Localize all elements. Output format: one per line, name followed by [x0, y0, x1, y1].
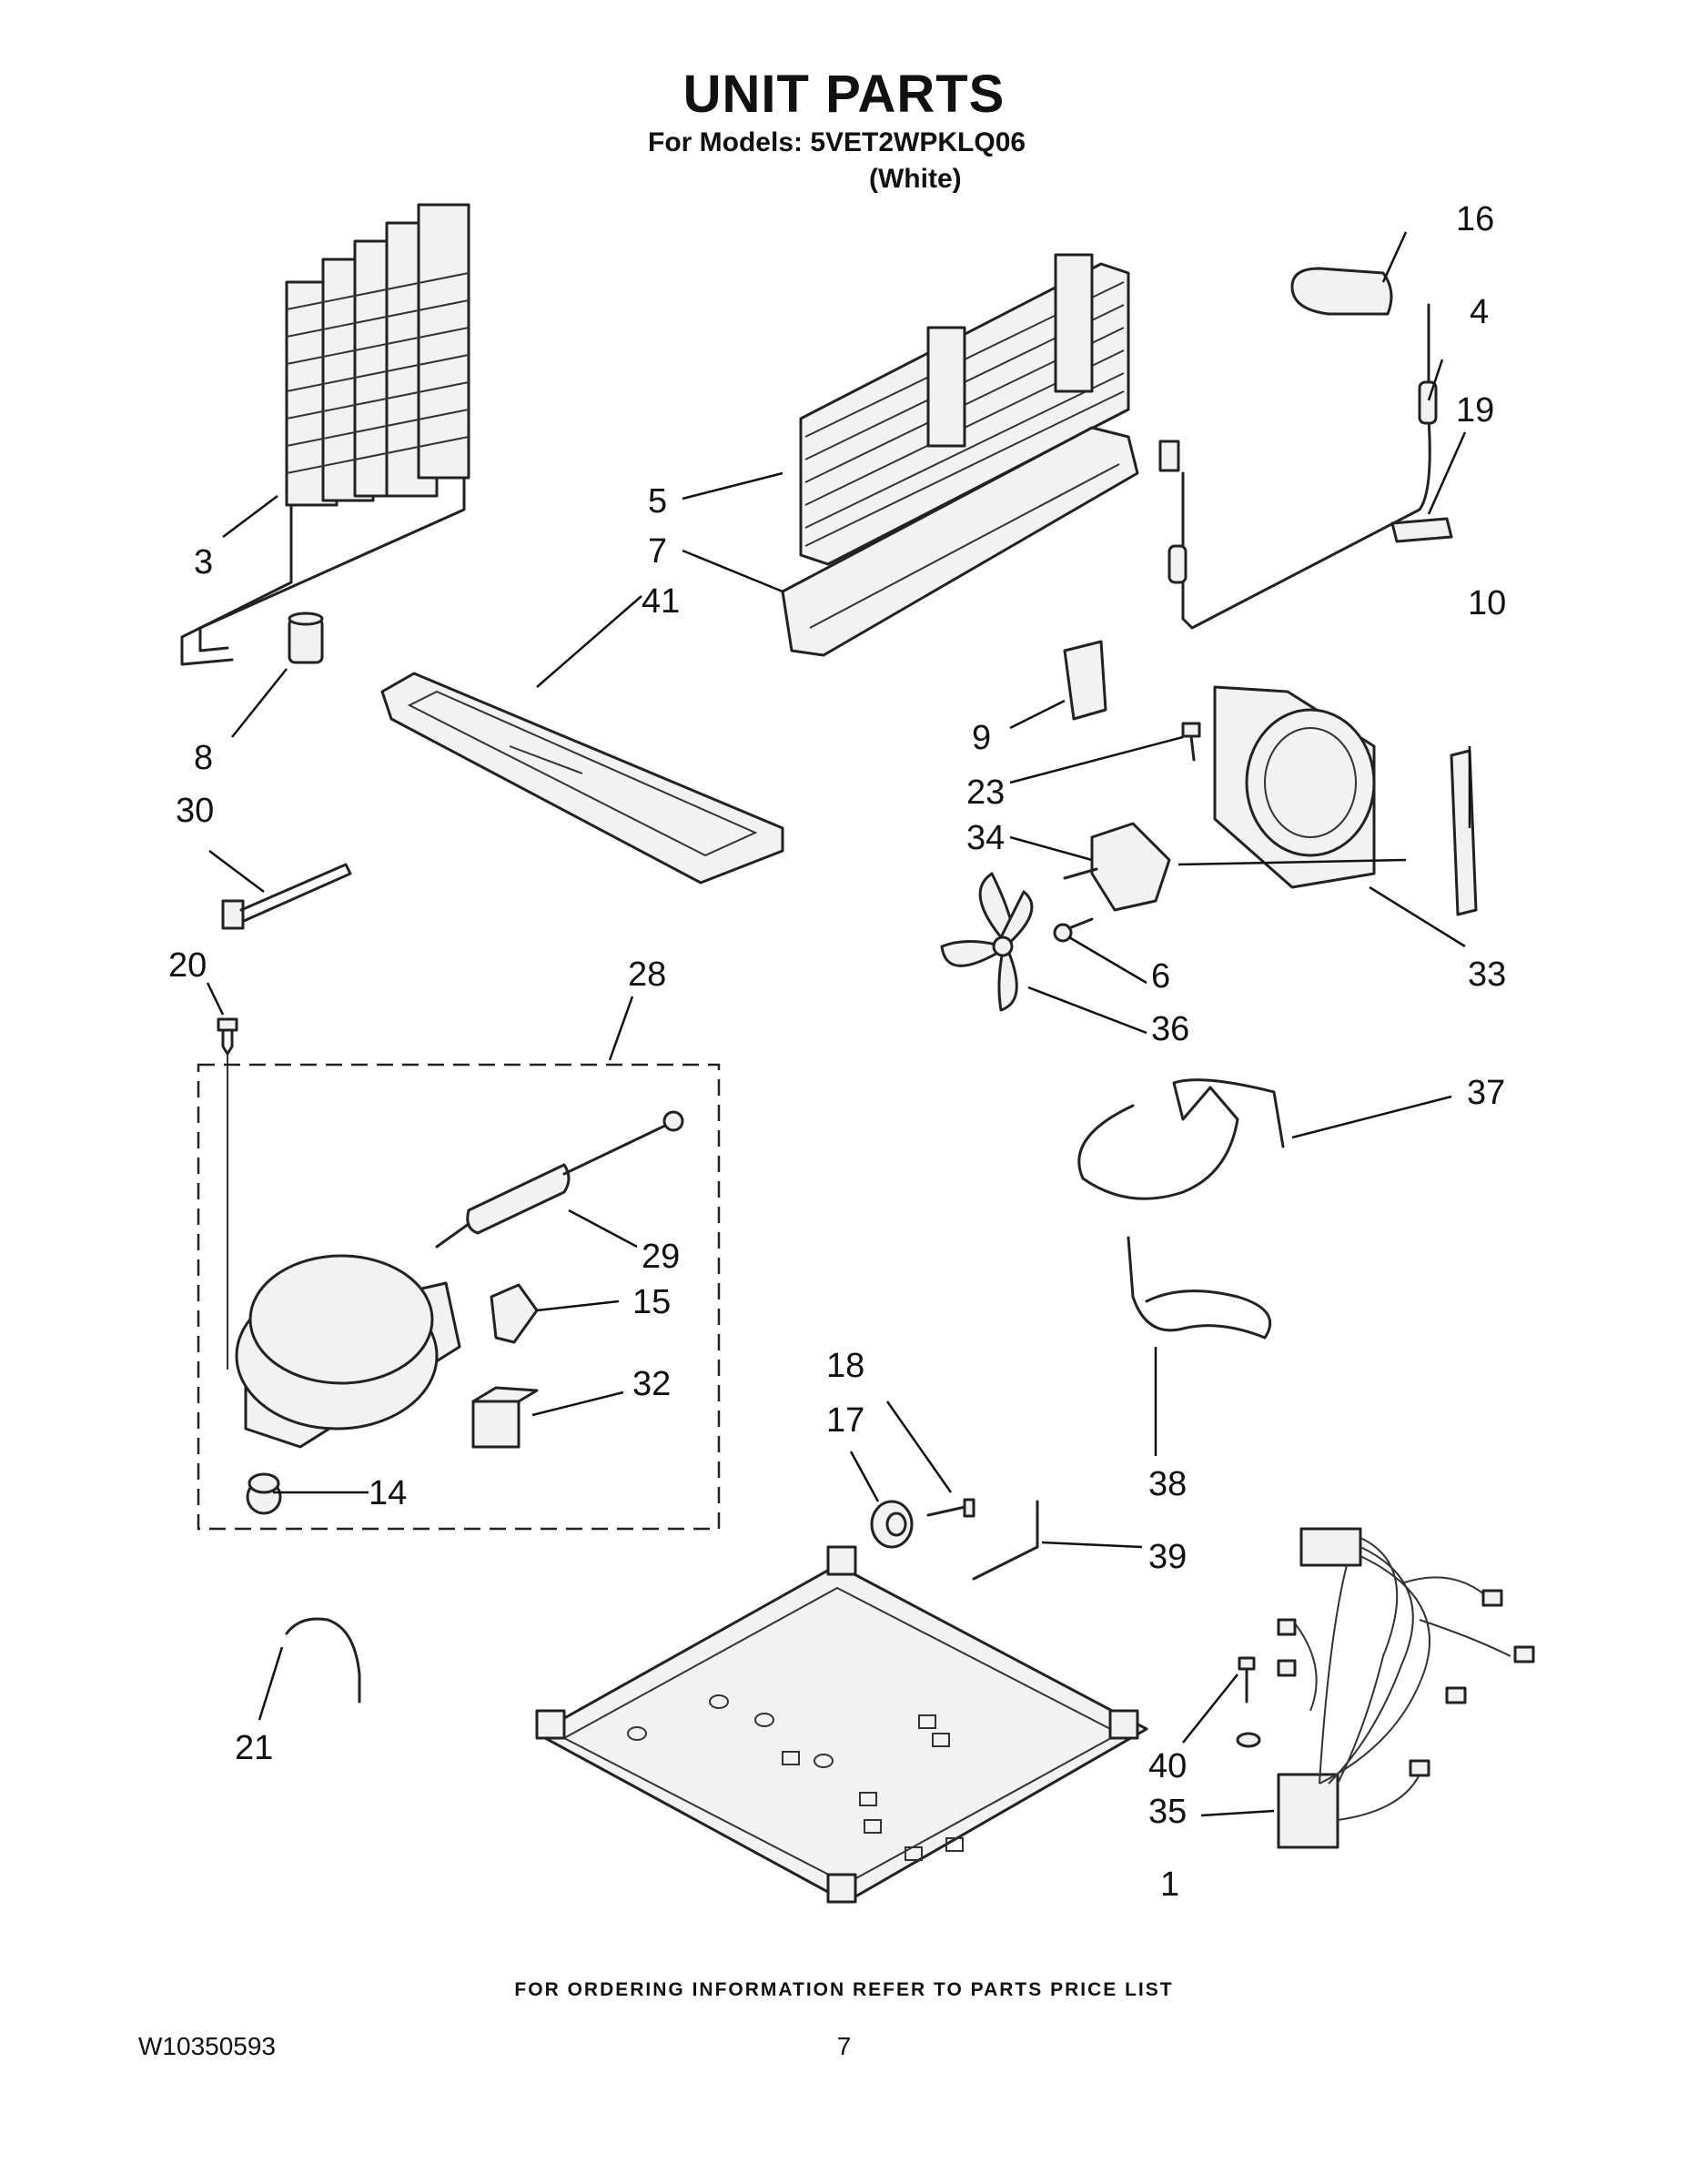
- leader-line: [208, 850, 265, 893]
- leader-line: [1369, 885, 1466, 948]
- fan-motor: [1063, 822, 1171, 912]
- callout-20: 20: [168, 946, 207, 985]
- wire-clip: [285, 1617, 361, 1704]
- callout-16: 16: [1456, 200, 1494, 238]
- callout-14: 14: [369, 1474, 407, 1512]
- cable-tie: [221, 863, 352, 930]
- thermostat-seal: [1290, 267, 1393, 316]
- relay-cover: [471, 1386, 539, 1449]
- callout-41: 41: [642, 582, 680, 621]
- leader-line: [206, 982, 225, 1016]
- leader-line: [1009, 699, 1066, 730]
- bracket-9: [1063, 640, 1107, 721]
- screw-6: [1053, 917, 1094, 943]
- leader-line: [536, 595, 642, 688]
- callout-23: 23: [966, 774, 1005, 812]
- condenser-coil: [180, 203, 470, 666]
- drain-pan: [380, 672, 784, 885]
- callout-9: 9: [972, 719, 991, 757]
- leader-line: [1427, 431, 1467, 515]
- leader-line: [222, 495, 278, 538]
- leader-line: [1041, 1541, 1143, 1549]
- tube-38: [1127, 1236, 1272, 1340]
- callout-19: 19: [1456, 391, 1494, 430]
- leader-line: [1427, 359, 1444, 401]
- leader-lines: [206, 231, 1471, 1817]
- callout-35: 35: [1148, 1793, 1187, 1831]
- tube-39: [972, 1500, 1039, 1581]
- leader-line: [1009, 735, 1184, 784]
- callout-28: 28: [628, 956, 666, 994]
- leader-line: [885, 1400, 953, 1493]
- leader-line: [568, 1208, 638, 1249]
- wiring-harness: [1236, 1527, 1535, 1849]
- page-number: 7: [836, 2032, 852, 2060]
- caster-pin: [926, 1498, 975, 1518]
- fan-blade: [940, 872, 1034, 1012]
- document-number: W10350593: [138, 2032, 277, 2060]
- leader-line: [608, 996, 634, 1061]
- leader-line: [1200, 1809, 1275, 1817]
- thermostat-tube: [1158, 303, 1453, 630]
- screw-23: [1181, 722, 1201, 762]
- base-plate: [535, 1545, 1148, 1904]
- evaporator: [799, 253, 1130, 566]
- leader-line: [1381, 231, 1408, 283]
- fan-shroud: [1213, 685, 1376, 889]
- capacitor: [288, 612, 324, 664]
- filter-drier: [435, 1110, 684, 1249]
- gasket-strip: [1450, 749, 1478, 916]
- callout-37: 37: [1467, 1074, 1505, 1112]
- leader-line: [531, 1390, 624, 1417]
- overload-relay: [490, 1283, 539, 1344]
- leader-line: [536, 1299, 620, 1312]
- leader-line: [1178, 858, 1407, 866]
- callout-6: 6: [1151, 957, 1170, 996]
- callout-15: 15: [632, 1283, 671, 1321]
- compressor-assembly-box: [197, 1063, 721, 1531]
- page-title: UNIT PARTS: [682, 65, 1006, 124]
- leader-line: [1291, 1095, 1452, 1139]
- callout-30: 30: [176, 792, 214, 830]
- evaporator-tray: [781, 426, 1139, 657]
- callout-1: 1: [1160, 1866, 1179, 1904]
- leader-line: [682, 471, 783, 500]
- callout-17: 17: [826, 1401, 864, 1440]
- callout-21: 21: [235, 1729, 273, 1767]
- leader-line: [682, 549, 783, 593]
- callout-34: 34: [966, 819, 1005, 857]
- callout-4: 4: [1470, 293, 1489, 331]
- callout-39: 39: [1148, 1538, 1187, 1576]
- callout-10: 10: [1468, 584, 1506, 622]
- callout-5: 5: [648, 482, 667, 521]
- leader-line: [1009, 835, 1093, 862]
- callout-29: 29: [642, 1238, 680, 1276]
- caster-wheel: [870, 1500, 914, 1549]
- compressor: [235, 1254, 461, 1515]
- leader-line: [1068, 935, 1147, 985]
- callout-36: 36: [1151, 1010, 1189, 1048]
- callout-18: 18: [826, 1347, 864, 1385]
- color-line: (White): [869, 164, 962, 194]
- callout-8: 8: [194, 739, 213, 777]
- screw-20: [217, 1017, 238, 1370]
- callout-40: 40: [1148, 1747, 1187, 1785]
- leader-line: [1027, 986, 1147, 1035]
- callout-3: 3: [194, 543, 213, 581]
- tube-37: [1077, 1078, 1285, 1200]
- leader-line: [231, 668, 288, 738]
- callout-7: 7: [648, 532, 667, 571]
- callout-32: 32: [632, 1365, 671, 1403]
- callouts: 1 3 4 5 6 7 8 9 10 14 15 16 17 18 19 20 …: [168, 200, 1506, 1904]
- callout-33: 33: [1468, 956, 1506, 994]
- ordering-note: FOR ORDERING INFORMATION REFER TO PARTS …: [514, 1979, 1174, 2000]
- leader-line: [849, 1451, 880, 1502]
- leader-line: [258, 1646, 284, 1721]
- models-line: For Models: 5VET2WPKLQ06: [648, 127, 1026, 157]
- leader-line: [1182, 1673, 1238, 1744]
- callout-38: 38: [1148, 1465, 1187, 1503]
